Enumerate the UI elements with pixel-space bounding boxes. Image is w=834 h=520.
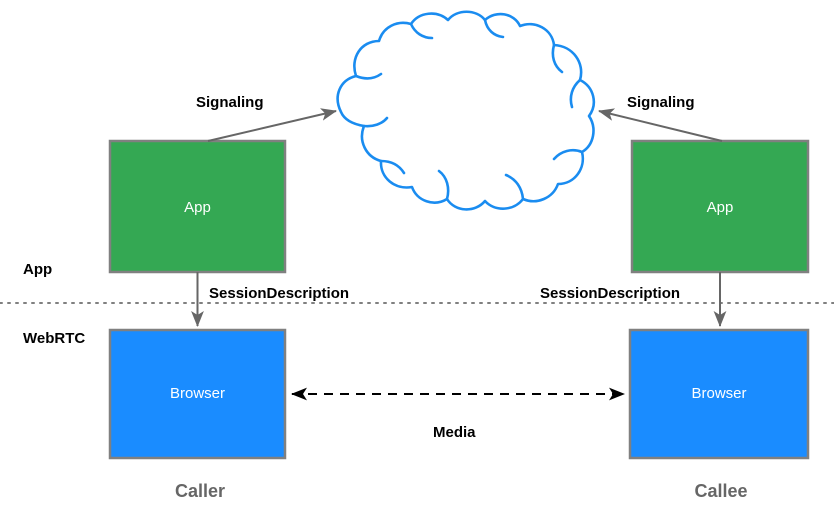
cloud-scallop-3 <box>483 18 505 39</box>
callee-signaling-arrow <box>598 108 723 142</box>
caller-browser-box[interactable] <box>108 328 287 460</box>
caller-signaling-arrow <box>207 108 337 142</box>
caller-sessiondescription-label: SessionDescription <box>209 285 349 302</box>
cloud-scallop-5 <box>569 78 582 109</box>
app-layer-label: App <box>23 261 52 278</box>
cloud-scallop-8 <box>437 169 450 201</box>
cloud-outline <box>336 10 596 211</box>
cloud-scallop-6 <box>552 148 584 161</box>
caller-role-label: Caller <box>175 481 225 501</box>
cloud-scallop-9 <box>379 159 406 175</box>
cloud-scallop-1 <box>354 72 383 80</box>
callee-role-label: Callee <box>694 481 747 501</box>
cloud-scallop-4 <box>551 43 564 74</box>
callee-sessiondescription-label: SessionDescription <box>540 285 680 302</box>
cloud-scallop-2 <box>409 22 434 40</box>
cloud-scallop-7 <box>504 173 525 201</box>
signaling-cloud <box>336 10 596 211</box>
callee-app-box[interactable] <box>630 139 810 274</box>
caller-app-box[interactable] <box>108 139 287 274</box>
callee-app-label: App <box>707 199 734 216</box>
callee-signaling-label: Signaling <box>627 94 695 111</box>
webrtc-layer-label: WebRTC <box>23 330 85 347</box>
media-label: Media <box>433 424 476 441</box>
caller-app-label: App <box>184 199 211 216</box>
cloud-scallop-10 <box>362 116 389 128</box>
callee-browser-box[interactable] <box>628 328 810 460</box>
caller-signaling-label: Signaling <box>196 94 264 111</box>
callee-browser-label: Browser <box>691 385 746 402</box>
caller-browser-label: Browser <box>170 385 225 402</box>
